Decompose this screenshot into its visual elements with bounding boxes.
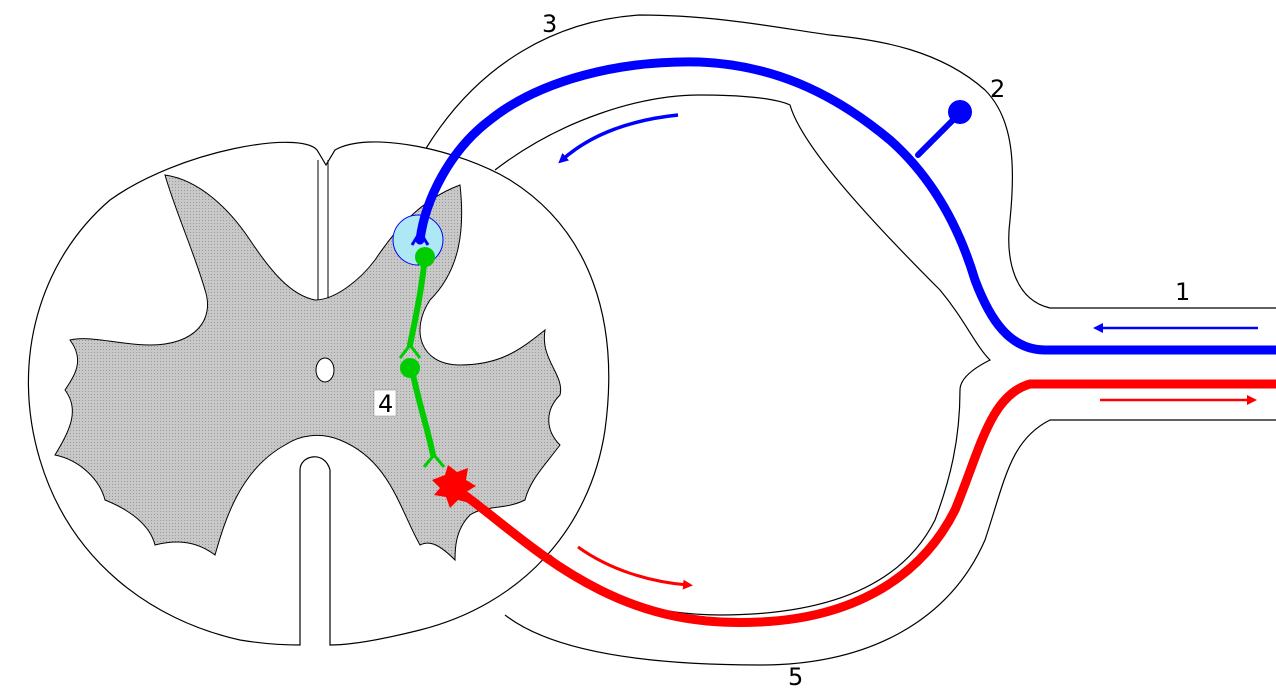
sensory-neuron-cell-body [948, 100, 972, 124]
interneuron-cell-body-1 [415, 247, 435, 267]
label-3: 3 [542, 10, 557, 38]
label-2: 2 [990, 75, 1005, 103]
central-canal [316, 358, 334, 382]
sensory-neuron-stem [918, 115, 958, 155]
motor-direction-arrow-curved [578, 547, 688, 585]
label-4: 4 [378, 390, 393, 418]
label-1: 1 [1175, 278, 1190, 306]
label-5: 5 [788, 663, 803, 690]
nerve-sheath-lower [505, 420, 1276, 665]
